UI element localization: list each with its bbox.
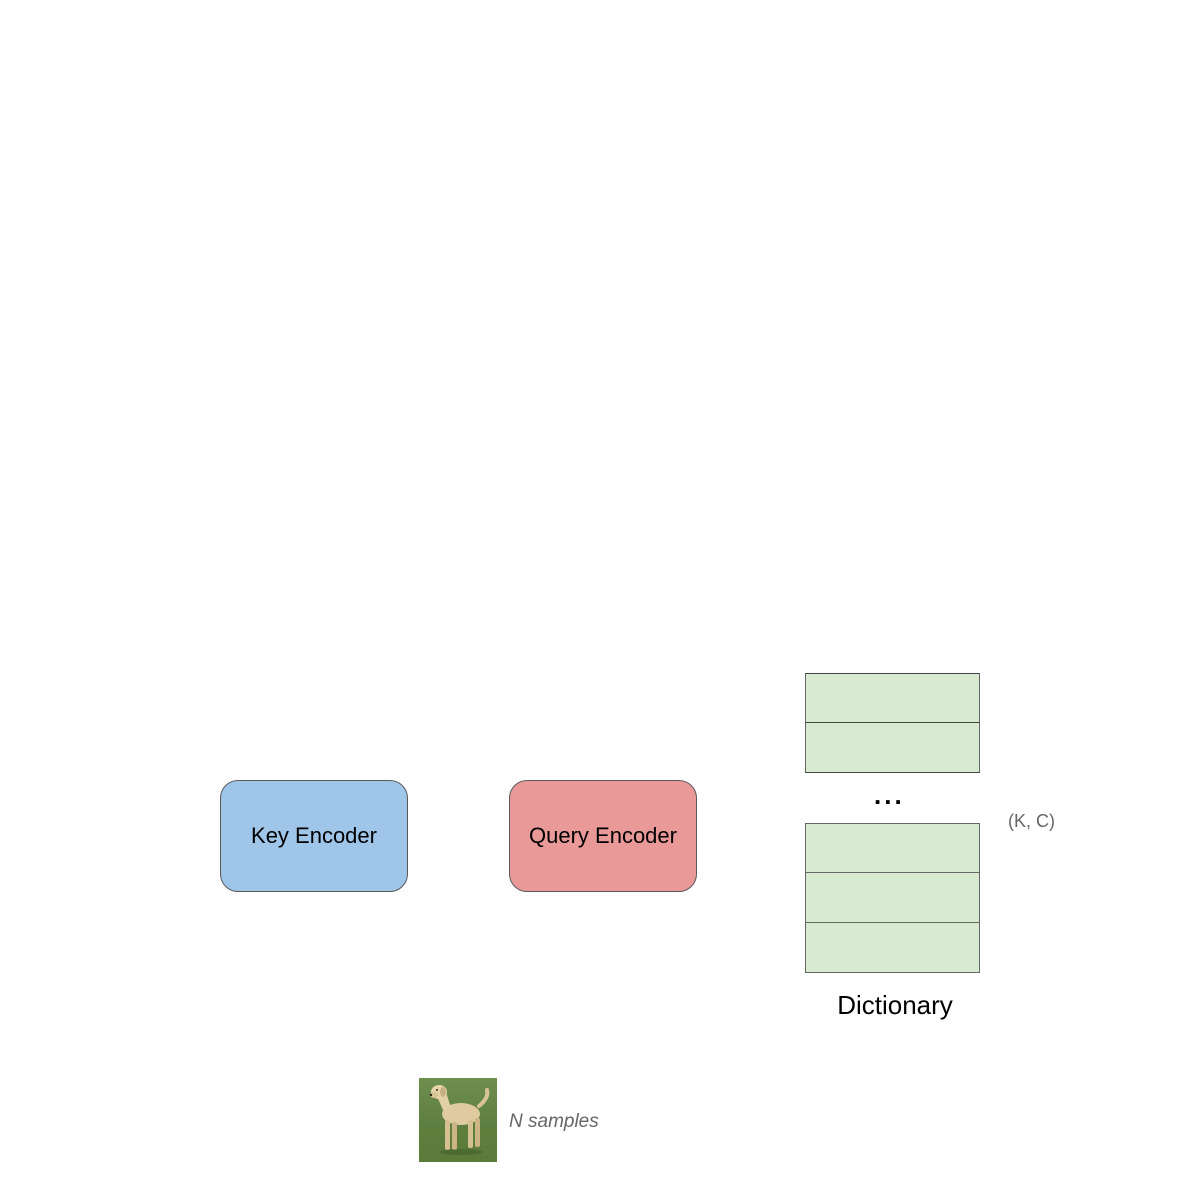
key-encoder-label: Key Encoder — [251, 823, 377, 848]
dictionary-title: Dictionary — [837, 990, 953, 1020]
dictionary-cell — [805, 873, 980, 923]
dictionary-ellipsis: ... — [874, 780, 905, 810]
query-encoder-box: Query Encoder — [509, 780, 697, 892]
dictionary-shape-label: (K, C) — [1008, 811, 1055, 831]
dog-sample-image — [419, 1078, 497, 1162]
dictionary-cell — [805, 673, 980, 723]
dictionary-cell — [805, 923, 980, 973]
dictionary-bottom-stack — [805, 823, 980, 973]
key-encoder-box: Key Encoder — [220, 780, 408, 892]
dictionary-top-stack — [805, 673, 980, 773]
samples-label: N samples — [509, 1111, 599, 1132]
query-encoder-label: Query Encoder — [529, 823, 677, 848]
dictionary-cell — [805, 823, 980, 873]
dictionary-cell — [805, 723, 980, 773]
